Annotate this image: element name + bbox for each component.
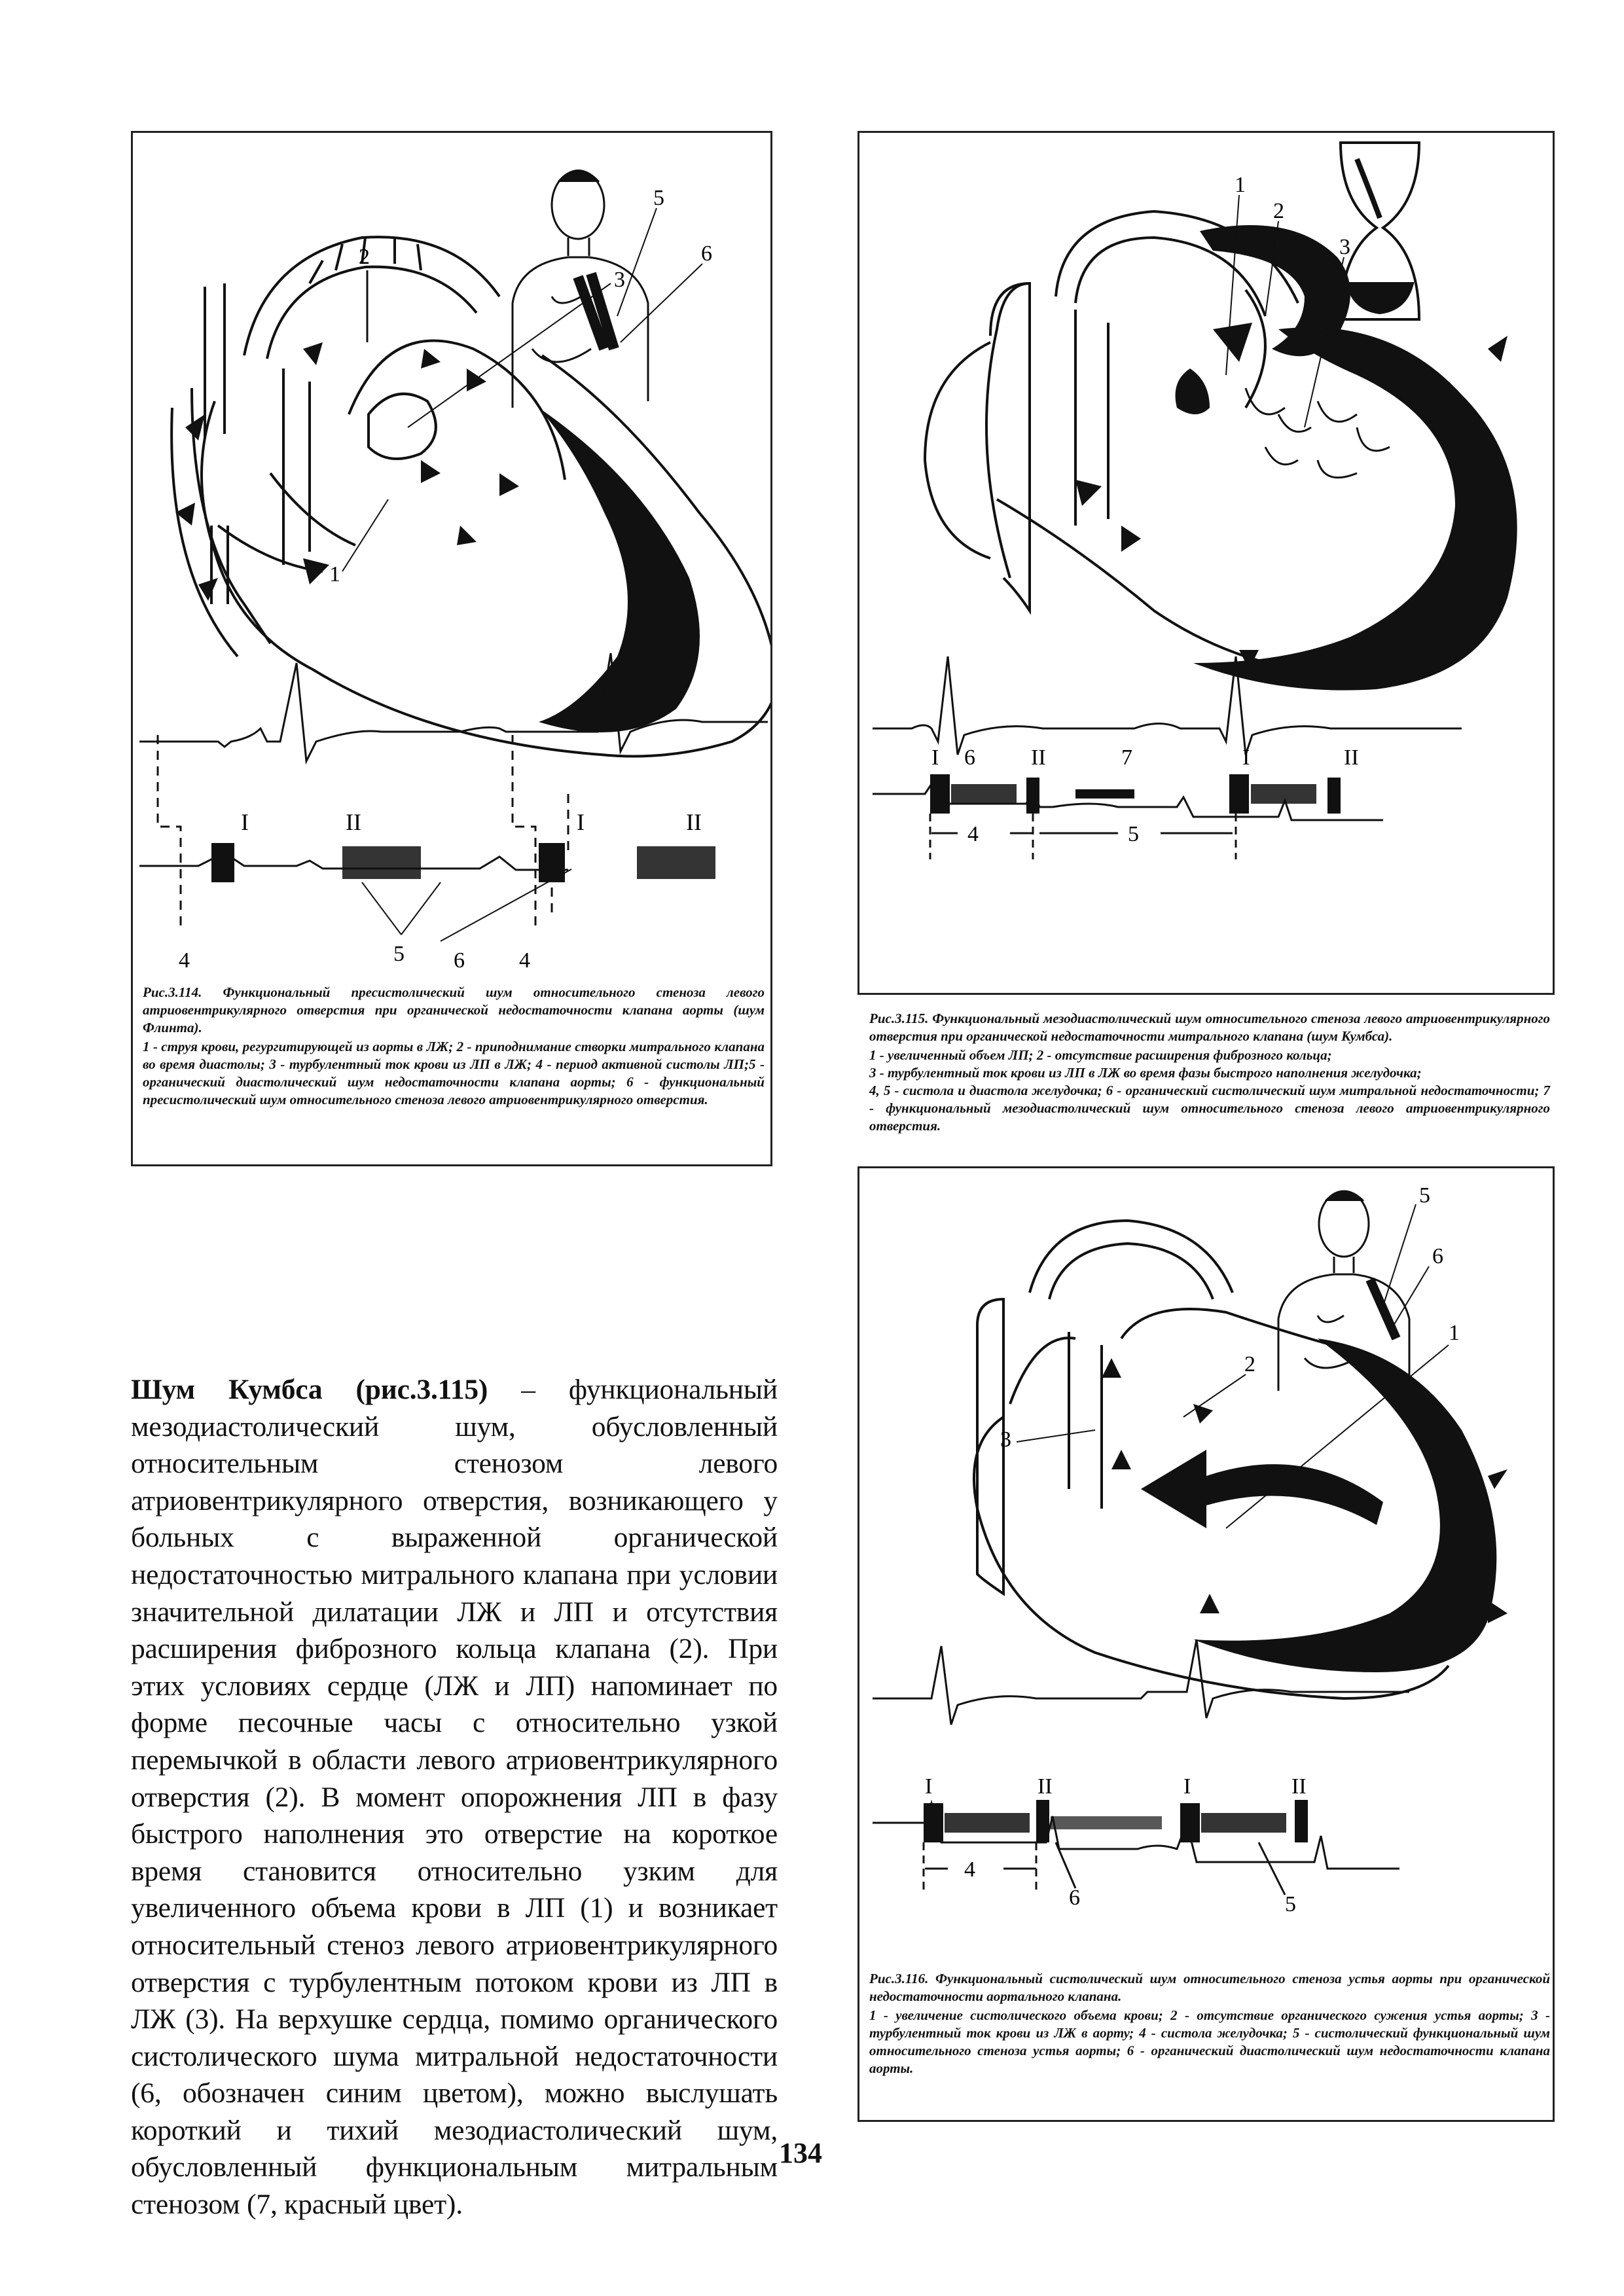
left-ventricle-wall bbox=[1193, 327, 1517, 691]
first-sound-1 bbox=[930, 774, 950, 814]
ecg-trace bbox=[873, 1639, 1409, 1725]
label-I-2: I bbox=[1242, 745, 1250, 770]
label-7: 7 bbox=[1121, 745, 1132, 770]
label-II-2: II bbox=[686, 809, 702, 835]
second-sound-1 bbox=[342, 846, 421, 879]
first-sound-2 bbox=[1180, 1803, 1200, 1842]
flow-arrows bbox=[1102, 1358, 1507, 1646]
label-2: 2 bbox=[1244, 1352, 1255, 1376]
label-5-top: 5 bbox=[1419, 1183, 1430, 1208]
systolic-flow-arrow bbox=[1141, 1450, 1383, 1528]
label-I-1: I bbox=[241, 809, 249, 835]
caption-3-115: Рис.3.115. Функциональный мезодиастоличе… bbox=[869, 1010, 1550, 1135]
label-1: 1 bbox=[1235, 173, 1246, 197]
label-1: 1 bbox=[1449, 1321, 1460, 1345]
label-4: 4 bbox=[964, 1857, 975, 1882]
caption-line-1: 1 - увеличенный объем ЛП; 2 - отсутствие… bbox=[869, 1047, 1332, 1063]
heart-diagram bbox=[973, 1219, 1450, 1700]
label-3: 3 bbox=[614, 268, 625, 292]
caption-legend: 1 - увеличение систолического объема кро… bbox=[869, 2007, 1550, 2076]
label-6-top: 6 bbox=[701, 242, 712, 266]
body-lead-term: Шум Кумбса (рис.3.115) bbox=[131, 1374, 488, 1405]
label-II-1: II bbox=[1031, 745, 1046, 770]
systolic-murmur-1 bbox=[951, 784, 1017, 804]
caption-title: Рис.3.116. Функциональный систолический … bbox=[869, 1971, 1550, 2004]
label-I-1: I bbox=[931, 745, 939, 770]
phonocardiogram-trace bbox=[873, 1799, 1399, 1870]
body-text: – функциональный мезодиастолический шум,… bbox=[131, 1374, 778, 2221]
caption-line-2: 3 - турбулентный ток крови из ЛП в ЛЖ во… bbox=[869, 1065, 1422, 1081]
boy-figure-icon bbox=[511, 170, 649, 408]
label-6-bottom: 6 bbox=[1069, 1886, 1080, 1910]
label-6: 6 bbox=[964, 745, 975, 770]
systolic-murmur-2 bbox=[1201, 1813, 1286, 1833]
narrow-av-orifice bbox=[1175, 368, 1210, 414]
systolic-murmur-1 bbox=[945, 1813, 1030, 1833]
hourglass-icon bbox=[1339, 141, 1421, 321]
ecg-trace bbox=[139, 653, 768, 765]
second-sound-2 bbox=[637, 846, 715, 879]
boy-figure-icon bbox=[1277, 1190, 1411, 1391]
second-sound-1 bbox=[1026, 778, 1039, 814]
figure-3-116: 5 6 1 2 3 bbox=[857, 1166, 1555, 2122]
label-5: 5 bbox=[1128, 822, 1139, 846]
label-II-2: II bbox=[1291, 1774, 1307, 1799]
flow-arrows bbox=[175, 342, 519, 601]
enlarged-left-atrium bbox=[1200, 225, 1350, 357]
caption-title: Рис.3.115. Функциональный мезодиастоличе… bbox=[869, 1011, 1550, 1044]
caption-3-114: Рис.3.114. Функциональный пресистолическ… bbox=[143, 984, 765, 1109]
label-5-bottom: 5 bbox=[393, 942, 405, 966]
systolic-murmur-2 bbox=[1251, 784, 1316, 804]
heart-diagram bbox=[170, 236, 780, 758]
label-II-1: II bbox=[1038, 1774, 1053, 1799]
label-5-top: 5 bbox=[653, 186, 664, 210]
left-ventricle-wall bbox=[539, 408, 700, 732]
figure-3-116-drawing: 5 6 1 2 3 bbox=[873, 1183, 1507, 1916]
label-I-2: I bbox=[1183, 1774, 1191, 1799]
caption-3-116: Рис.3.116. Функциональный систолический … bbox=[869, 1970, 1550, 2077]
caption-legend: 1 - струя крови, регургитирующей из аорт… bbox=[143, 1039, 765, 1107]
label-3: 3 bbox=[1339, 235, 1350, 259]
label-2: 2 bbox=[359, 245, 370, 269]
label-4-right: 4 bbox=[519, 948, 530, 973]
ecg-trace bbox=[873, 656, 1462, 755]
left-ventricle-wall bbox=[1193, 1338, 1497, 1672]
label-5-bottom: 5 bbox=[1285, 1892, 1296, 1916]
figure-3-115-drawing: 1 2 3 I 6 II 7 I II 4 5 bbox=[873, 141, 1517, 859]
label-II-1: II bbox=[346, 809, 361, 835]
label-6-top: 6 bbox=[1432, 1244, 1443, 1268]
first-sound-2 bbox=[1229, 774, 1249, 814]
label-II-2: II bbox=[1344, 745, 1359, 770]
label-6-bottom: 6 bbox=[454, 948, 465, 973]
label-1: 1 bbox=[329, 562, 340, 586]
diastolic-murmur bbox=[1051, 1816, 1162, 1829]
figure-3-114-drawing: 1 2 3 5 6 I II I II 4 5 6 4 bbox=[139, 170, 780, 973]
label-4-left: 4 bbox=[179, 948, 190, 973]
regurgitant-jet bbox=[367, 392, 437, 460]
label-2: 2 bbox=[1273, 199, 1284, 223]
first-sound-1 bbox=[924, 1803, 943, 1842]
caption-title: Рис.3.114. Функциональный пресистолическ… bbox=[143, 984, 765, 1035]
figure-3-114: 1 2 3 5 6 I II I II 4 5 6 4 Рис.3.114. Ф… bbox=[131, 131, 780, 1166]
label-I-2: I bbox=[577, 809, 585, 835]
mesodiastolic-murmur bbox=[1075, 789, 1134, 798]
first-sound-1 bbox=[211, 843, 234, 882]
body-paragraph: Шум Кумбса (рис.3.115) – функциональный … bbox=[131, 1371, 778, 2223]
flow-arrows bbox=[1075, 323, 1507, 670]
figure-3-115: 1 2 3 I 6 II 7 I II 4 5 Рис.3.115. Функц… bbox=[857, 131, 1555, 1134]
second-sound-1 bbox=[1036, 1800, 1049, 1842]
second-sound-2 bbox=[1327, 778, 1341, 814]
phase-brackets bbox=[929, 814, 1237, 859]
murmur-radiation-marks bbox=[573, 272, 619, 351]
caption-line-3: 4, 5 - систола и диастола желудочка; 6 -… bbox=[869, 1083, 1550, 1134]
page-number: 134 bbox=[779, 2137, 822, 2169]
first-sound-2 bbox=[539, 843, 565, 882]
phase-markers bbox=[156, 735, 569, 931]
label-4: 4 bbox=[967, 822, 979, 846]
second-sound-2 bbox=[1295, 1800, 1308, 1842]
heart-diagram bbox=[923, 209, 1463, 678]
label-3: 3 bbox=[1000, 1427, 1011, 1452]
label-I-1: I bbox=[925, 1774, 932, 1799]
